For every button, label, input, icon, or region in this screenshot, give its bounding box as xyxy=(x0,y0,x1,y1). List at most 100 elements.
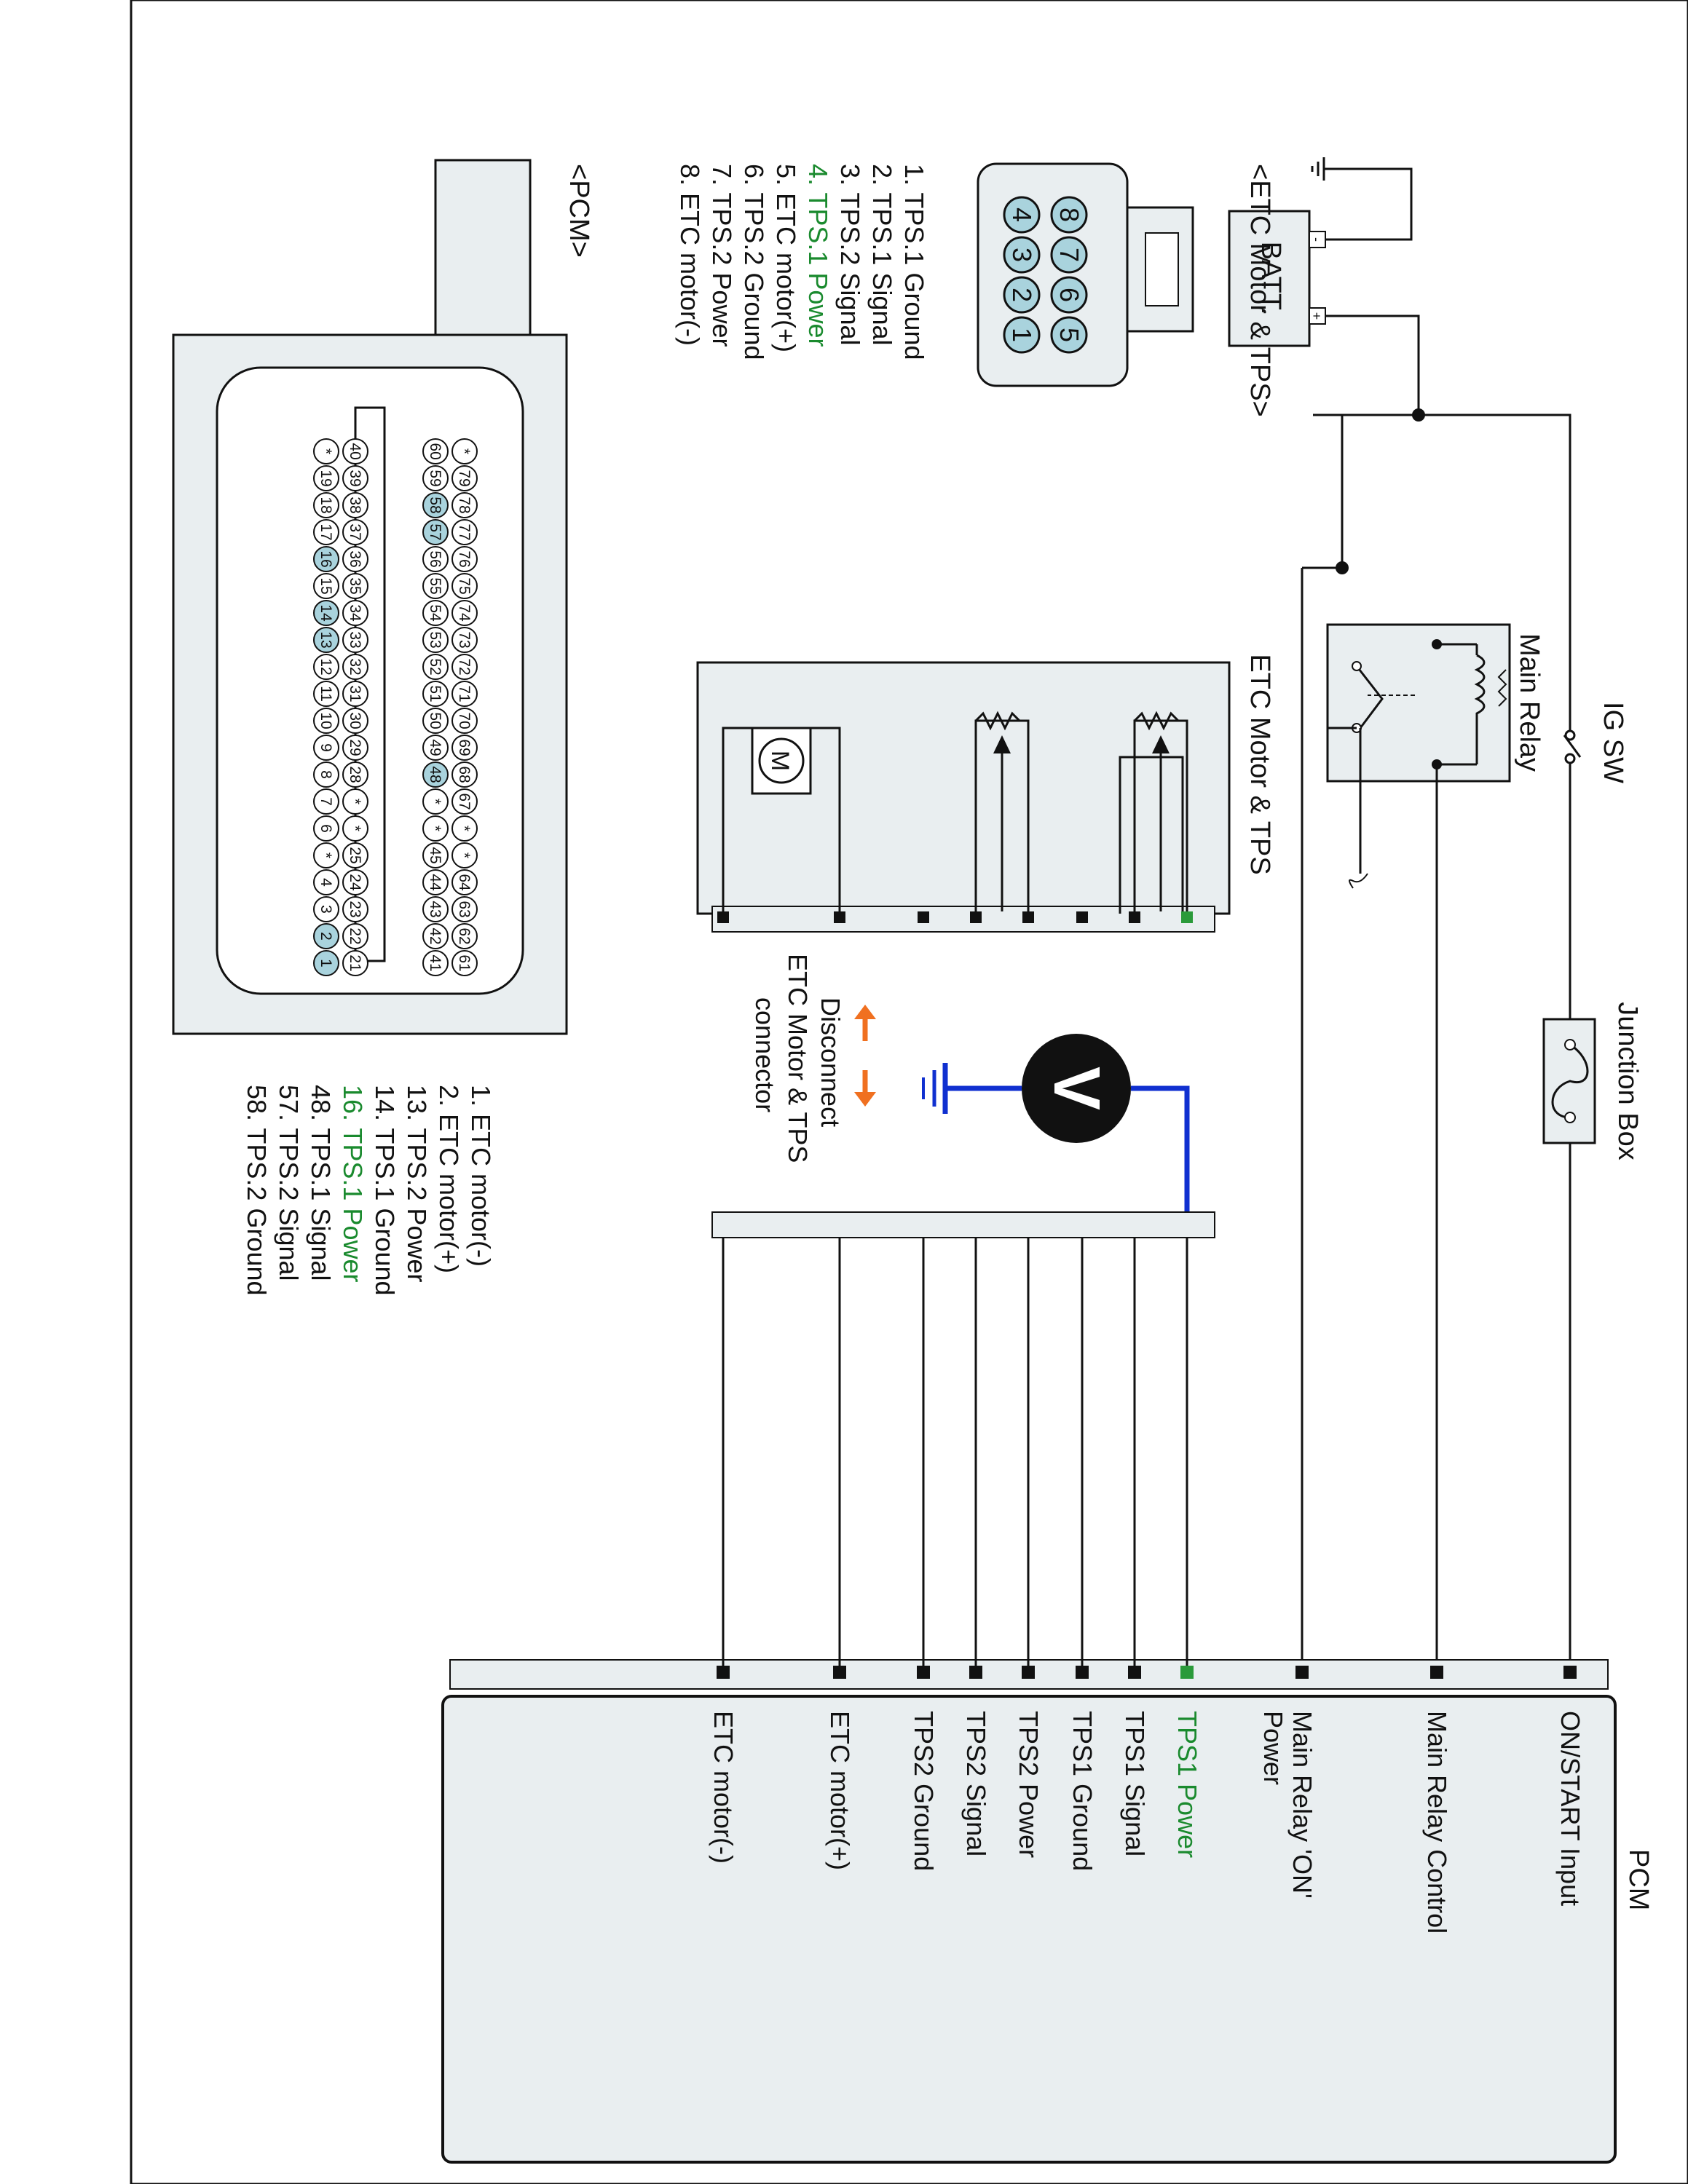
svg-text:6: 6 xyxy=(1054,288,1084,302)
pcm-connector-pin: 23 xyxy=(342,896,368,922)
pcm-terminal-pin xyxy=(833,1666,846,1679)
pcm-connector-pin: 28 xyxy=(342,761,368,788)
svg-text:15: 15 xyxy=(318,577,334,594)
svg-text:29: 29 xyxy=(347,739,363,756)
pcm-terminal: TPS2 Signal xyxy=(961,1666,991,1856)
pcm-legend-item: 1. ETC motor(-) xyxy=(466,1085,496,1267)
pcm-legend-item: 16. TPS.1 Power xyxy=(338,1085,368,1282)
pcm-connector-pin: 2 xyxy=(313,923,339,949)
svg-text:77: 77 xyxy=(456,523,473,540)
svg-text:4: 4 xyxy=(318,878,334,887)
pcm-connector-pin: 3 xyxy=(313,896,339,922)
tps2-potentiometer-icon xyxy=(974,711,1030,911)
pcm-connector-pin: 78 xyxy=(451,492,478,518)
svg-text:5: 5 xyxy=(1054,328,1084,342)
pcm-connector-pin: 10 xyxy=(313,708,339,734)
svg-text:49: 49 xyxy=(427,739,443,756)
pcm-connector-pin: 37 xyxy=(342,519,368,545)
pcm-terminal-label: TPS1 Power xyxy=(1172,1711,1202,1858)
svg-text:67: 67 xyxy=(456,793,473,810)
pcm-connector-title: <PCM> xyxy=(564,164,594,258)
svg-text:40: 40 xyxy=(347,443,363,459)
pcm-connector-pin: 50 xyxy=(422,708,449,734)
pcm-terminal-label: Main Relay 'ON' xyxy=(1287,1711,1317,1899)
svg-text:62: 62 xyxy=(456,927,473,944)
pcm-connector-legend: 1. ETC motor(-)2. ETC motor(+)13. TPS.2 … xyxy=(242,1085,496,1296)
etc-connector-pin: 5 xyxy=(1050,316,1088,354)
etc-legend-item: 3. TPS.2 Signal xyxy=(835,164,865,346)
pcm-connector-pin: 22 xyxy=(342,923,368,949)
pcm-terminal-label: ETC motor(+) xyxy=(825,1711,855,1870)
disconnect-line3: connector xyxy=(750,997,780,1112)
pcm-connector-pin: 34 xyxy=(342,600,368,626)
svg-text:60: 60 xyxy=(427,443,443,459)
pcm-connector-pin: 12 xyxy=(313,654,339,680)
svg-text:37: 37 xyxy=(347,523,363,540)
svg-text:12: 12 xyxy=(318,658,334,675)
pcm-connector-pin: 55 xyxy=(422,573,449,599)
pcm-connector-pin: * xyxy=(451,815,478,842)
svg-text:*: * xyxy=(456,826,473,831)
svg-text:61: 61 xyxy=(456,954,473,971)
svg-text:7: 7 xyxy=(318,797,334,806)
svg-text:76: 76 xyxy=(456,550,473,567)
svg-text:14: 14 xyxy=(318,604,334,622)
pcm-connector-view: <PCM> *191817161514131211109876*43214039… xyxy=(172,159,594,1296)
svg-text:18: 18 xyxy=(318,496,334,513)
pcm-connector-pin: 9 xyxy=(313,735,339,761)
pcm-terminal-pin xyxy=(717,1666,730,1679)
svg-text:*: * xyxy=(318,852,334,858)
svg-text:*: * xyxy=(347,799,363,804)
pcm-terminal-pin xyxy=(969,1666,982,1679)
svg-text:70: 70 xyxy=(456,712,473,729)
svg-text:7: 7 xyxy=(1054,248,1084,262)
pcm-terminal-label: TPS2 Ground xyxy=(909,1711,939,1871)
junction-box-label: Junction Box xyxy=(1612,1002,1643,1160)
battery xyxy=(1228,210,1311,347)
pcm-connector-pin: 38 xyxy=(342,492,368,518)
svg-text:74: 74 xyxy=(456,604,473,622)
svg-text:33: 33 xyxy=(347,631,363,648)
pcm-terminal-pin xyxy=(1563,1666,1577,1679)
pcm-connector-pin: 68 xyxy=(451,761,478,788)
svg-text:51: 51 xyxy=(427,685,443,702)
pcm-connector-pin: 39 xyxy=(342,465,368,491)
pcm-connector-pin: 40 xyxy=(342,438,368,464)
pcm-legend-item: 58. TPS.2 Ground xyxy=(242,1085,272,1296)
pcm-connector-pin: 30 xyxy=(342,708,368,734)
svg-text:79: 79 xyxy=(456,470,473,486)
pcm-legend-item: 13. TPS.2 Power xyxy=(402,1085,432,1282)
etc-connector-pin: 4 xyxy=(1003,196,1041,234)
pcm-terminal: TPS1 Power xyxy=(1172,1666,1202,1858)
harness-connector-strip xyxy=(711,1211,1215,1238)
pcm-connector-pin: 54 xyxy=(422,600,449,626)
etc-connector-pin: 8 xyxy=(1050,196,1088,234)
pcm-connector-pin: 1 xyxy=(313,950,339,976)
pcm-terminal: Main Relay Control xyxy=(1422,1666,1452,1934)
svg-text:71: 71 xyxy=(456,685,473,702)
pcm-terminal-pin xyxy=(1295,1666,1309,1679)
pcm-connector-pins: *191817161514131211109876*43214039383736… xyxy=(313,438,478,976)
svg-text:3: 3 xyxy=(1007,248,1037,262)
etc-terminal-pin xyxy=(1022,911,1034,923)
disconnect-note: Disconnect ETC Motor & TPS connector xyxy=(750,954,876,1163)
pcm-connector-pin: 56 xyxy=(422,546,449,572)
pcm-connector-pin: 41 xyxy=(422,950,449,976)
voltmeter-icon xyxy=(1022,1034,1131,1143)
svg-text:39: 39 xyxy=(347,470,363,486)
pcm-connector-pin: * xyxy=(342,815,368,842)
pcm-terminal-pin xyxy=(1430,1666,1443,1679)
pcm-connector-pin: 4 xyxy=(313,869,339,895)
pcm-legend-item: 14. TPS.1 Ground xyxy=(370,1085,400,1296)
etc-connector-pin: 6 xyxy=(1050,276,1088,314)
svg-text:52: 52 xyxy=(427,658,443,675)
etc-connector-title: <ETC Motor & TPS> xyxy=(1245,164,1275,417)
pcm-terminal: TPS2 Power xyxy=(1014,1666,1044,1858)
battery-ground-wire xyxy=(1324,167,1413,241)
etc-terminal-pin xyxy=(1129,911,1140,923)
pcm-connector-pin: 71 xyxy=(451,681,478,707)
svg-text:36: 36 xyxy=(347,550,363,567)
pcm-connector-pin: 67 xyxy=(451,788,478,815)
pcm-connector-pin: 60 xyxy=(422,438,449,464)
